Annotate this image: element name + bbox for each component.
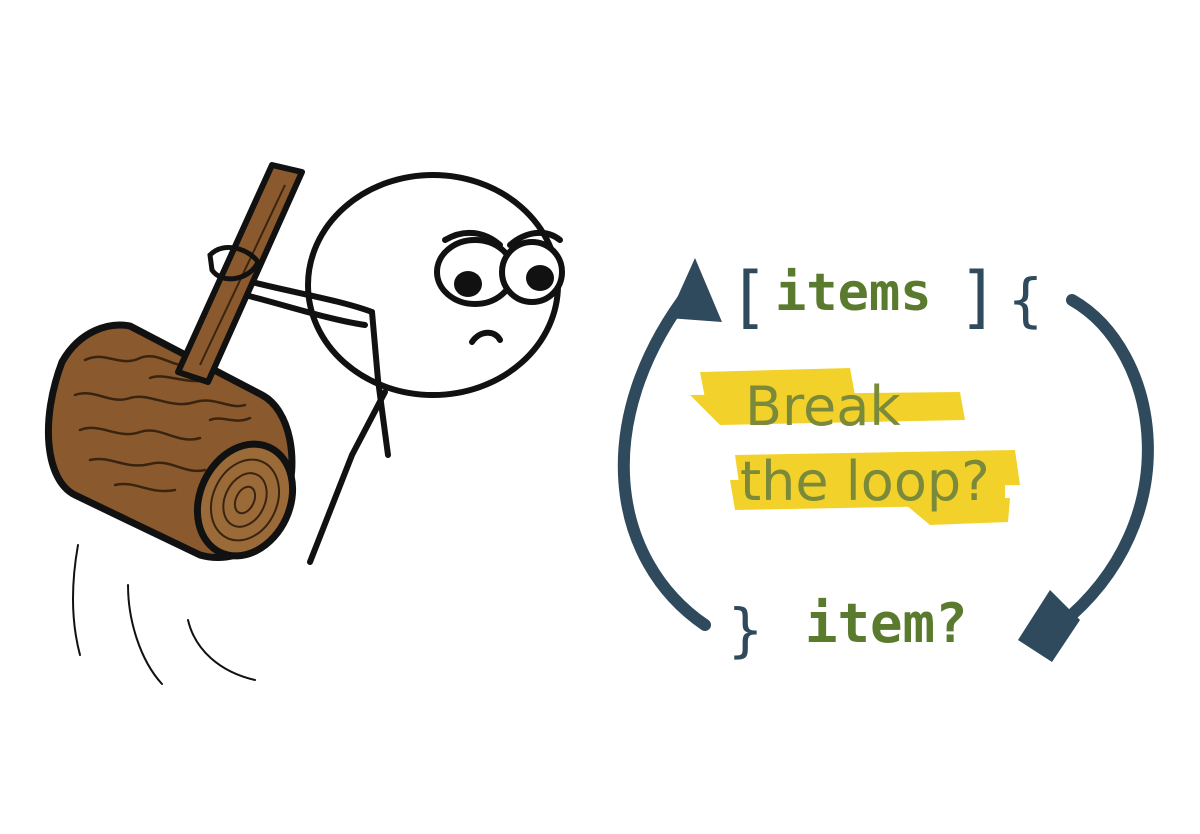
highlight-5 bbox=[900, 498, 1010, 525]
figure-face bbox=[434, 229, 565, 345]
close-bracket: ] bbox=[958, 258, 999, 337]
down-arrowhead-icon bbox=[1018, 590, 1080, 662]
loop-arrows bbox=[617, 284, 1154, 631]
open-bracket: [ bbox=[728, 258, 769, 337]
wooden-mallet-icon bbox=[44, 162, 305, 562]
right-arc-arrow bbox=[1054, 294, 1154, 631]
up-arrowhead-icon bbox=[668, 258, 722, 322]
motion-lines bbox=[71, 544, 256, 685]
highlight-1 bbox=[690, 392, 965, 425]
question-line-2: the loop? bbox=[740, 450, 990, 513]
frown-mouth bbox=[469, 329, 503, 345]
item-word: item? bbox=[805, 592, 968, 655]
figure-arm-lower bbox=[242, 292, 368, 328]
figure-torso bbox=[307, 389, 388, 565]
question-line-1: Break bbox=[745, 375, 901, 438]
loop-code-text: [ items ] { Break the loop? } item? bbox=[690, 258, 1043, 664]
arrow-heads bbox=[668, 258, 1080, 662]
close-brace: } bbox=[728, 596, 763, 664]
highlight-2 bbox=[700, 368, 855, 398]
items-word: items bbox=[775, 263, 932, 323]
open-brace: { bbox=[1008, 266, 1043, 334]
figure-arm-back bbox=[369, 309, 391, 458]
left-arc-arrow bbox=[617, 284, 711, 631]
figure-arm-upper bbox=[249, 279, 375, 315]
left-brow bbox=[442, 229, 503, 248]
right-brow bbox=[507, 229, 563, 248]
